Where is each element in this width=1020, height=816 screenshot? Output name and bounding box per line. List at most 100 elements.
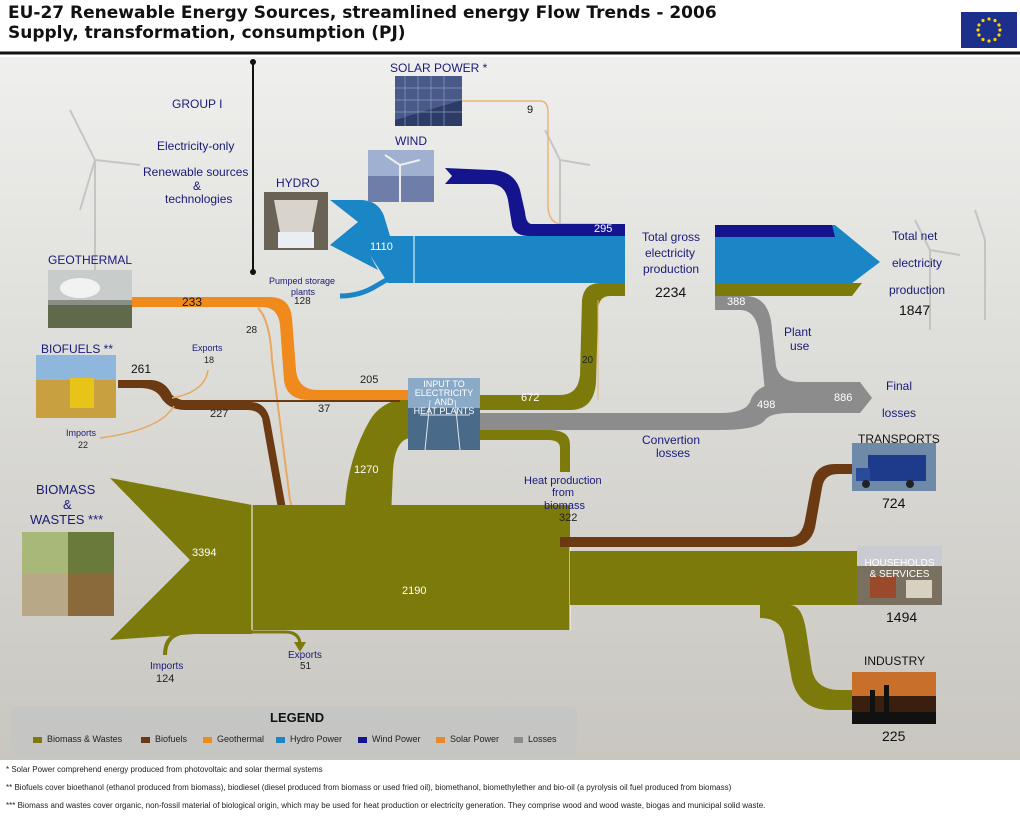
legend-title: LEGEND <box>270 710 325 725</box>
value-gross: 2234 <box>655 284 687 300</box>
legend-item-geothermal: Geothermal <box>217 734 265 744</box>
source-geothermal: GEOTHERMAL <box>48 253 133 267</box>
value-wind: 295 <box>594 223 613 235</box>
legend-box <box>11 707 577 757</box>
biomass-exports-label: Exports <box>288 650 322 661</box>
legend-item-hydro: Hydro Power <box>290 734 343 744</box>
flow-heat-production <box>480 430 570 472</box>
input-label-3: AND <box>434 397 454 407</box>
source-biomass-1: BIOMASS <box>36 482 96 497</box>
value-biomass-exports: 51 <box>300 661 312 672</box>
value-biomass: 3394 <box>192 547 217 559</box>
plant-use-2: use <box>790 339 810 353</box>
source-wind: WIND <box>395 134 427 148</box>
legend-item-losses: Losses <box>528 734 557 744</box>
footnote-1: * Solar Power comprehend energy produced… <box>6 765 323 774</box>
value-plant-use: 388 <box>727 296 746 308</box>
value-conv-losses: 498 <box>757 399 776 411</box>
flow-conversion-losses <box>480 382 810 430</box>
hydro-image <box>264 192 328 250</box>
legend-swatches <box>33 737 523 743</box>
flow-hydro <box>330 200 625 283</box>
value-biofuels: 261 <box>131 362 152 376</box>
industry-label: INDUSTRY <box>864 654 926 668</box>
flow-biomass-to-input <box>345 398 410 540</box>
source-solar: SOLAR POWER * <box>390 61 488 75</box>
input-label-2: ELECTRICITY <box>414 388 474 398</box>
legend-item-biomass: Biomass & Wastes <box>47 734 123 744</box>
pumped-label-1: Pumped storage <box>269 276 336 286</box>
flow-transports <box>560 464 852 547</box>
flow-biofuel-exports <box>171 369 209 399</box>
value-input-to-elec: 672 <box>521 392 540 404</box>
source-biomass-2: & <box>63 497 72 512</box>
heat-label-2: from <box>552 487 574 499</box>
biofuel-imports-label: Imports <box>66 428 97 438</box>
value-biofuel-exports: 18 <box>204 355 215 365</box>
industry-image <box>852 672 936 724</box>
eu-stars <box>976 17 1002 43</box>
households-label: HOUSEHOLDS & SERVICES <box>857 558 942 580</box>
flow-biofuel-imports <box>99 405 175 439</box>
flow-households <box>570 551 860 605</box>
households-image <box>857 546 942 605</box>
value-heat-small: 20 <box>582 355 594 366</box>
value-final-losses: 886 <box>834 392 853 404</box>
value-biomass-imports: 124 <box>156 673 175 685</box>
gross-label-3: production <box>643 262 700 276</box>
source-hydro: HYDRO <box>276 176 320 190</box>
value-industry: 225 <box>882 728 906 744</box>
biomass-imports-label: Imports <box>150 661 184 672</box>
value-heat: 322 <box>559 512 578 524</box>
biofuels-image <box>36 355 116 418</box>
title-line-1: EU-27 Renewable Energy Sources, streamli… <box>8 3 717 23</box>
group-line-3: & <box>193 179 202 193</box>
biomass-image <box>22 532 114 616</box>
input-plants-image <box>408 378 480 451</box>
final-losses-2: losses <box>882 406 917 420</box>
flow-solar <box>462 100 610 225</box>
conversion-1: Convertion <box>642 433 701 447</box>
value-pumped: 128 <box>294 296 311 307</box>
value-biofuel-main: 227 <box>210 408 229 420</box>
flow-wind <box>445 168 625 236</box>
value-hydro: 1110 <box>370 241 393 253</box>
flow-biomass-imports <box>163 630 252 656</box>
input-label-4: HEAT PLANTS <box>413 406 475 416</box>
value-geo-input: 205 <box>360 374 379 386</box>
gross-label-1: Total gross <box>642 230 701 244</box>
flow-input-to-electricity <box>480 283 625 410</box>
flow-industry <box>760 605 852 710</box>
legend-item-biofuels: Biofuels <box>155 734 188 744</box>
value-biofuel-imports: 22 <box>78 440 89 450</box>
footnote-3: *** Biomass and wastes cover organic, no… <box>6 801 766 810</box>
flow-pumped-storage <box>339 276 390 299</box>
input-plants-label: INPUT TO ELECTRICITY AND HEAT PLANTS <box>408 380 480 416</box>
value-biofuel-input: 37 <box>318 403 331 415</box>
legend-item-wind: Wind Power <box>372 734 421 744</box>
background-turbines <box>69 109 986 330</box>
flow-biomass-main <box>110 478 570 640</box>
net-label-1: Total net <box>892 229 938 243</box>
transports-label: TRANSPORTS <box>858 432 940 446</box>
legend-item-solar: Solar Power <box>450 734 500 744</box>
source-biofuels: BIOFUELS ** <box>41 342 114 356</box>
biofuel-exports-label: Exports <box>192 343 223 353</box>
pumped-label-2: plants <box>291 287 316 297</box>
wind-image <box>368 150 434 202</box>
group-line-4: technologies <box>165 192 233 206</box>
households-label-1: HOUSEHOLDS <box>864 558 935 569</box>
heat-label-3: biomass <box>544 500 585 512</box>
group-line-1: Electricity-only <box>157 139 235 153</box>
net-label-2: electricity <box>892 256 943 270</box>
value-geo-branch: 28 <box>246 325 258 336</box>
flow-net-electricity <box>715 225 880 296</box>
source-biomass-3: WASTES *** <box>30 512 104 527</box>
final-losses-1: Final <box>886 379 913 393</box>
input-label-1: INPUT TO <box>423 379 465 389</box>
group-title: GROUP I <box>172 97 223 111</box>
value-solar: 9 <box>527 104 534 116</box>
title-line-2: Supply, transformation, consumption (PJ) <box>8 23 406 43</box>
gross-label-2: electricity <box>645 246 696 260</box>
